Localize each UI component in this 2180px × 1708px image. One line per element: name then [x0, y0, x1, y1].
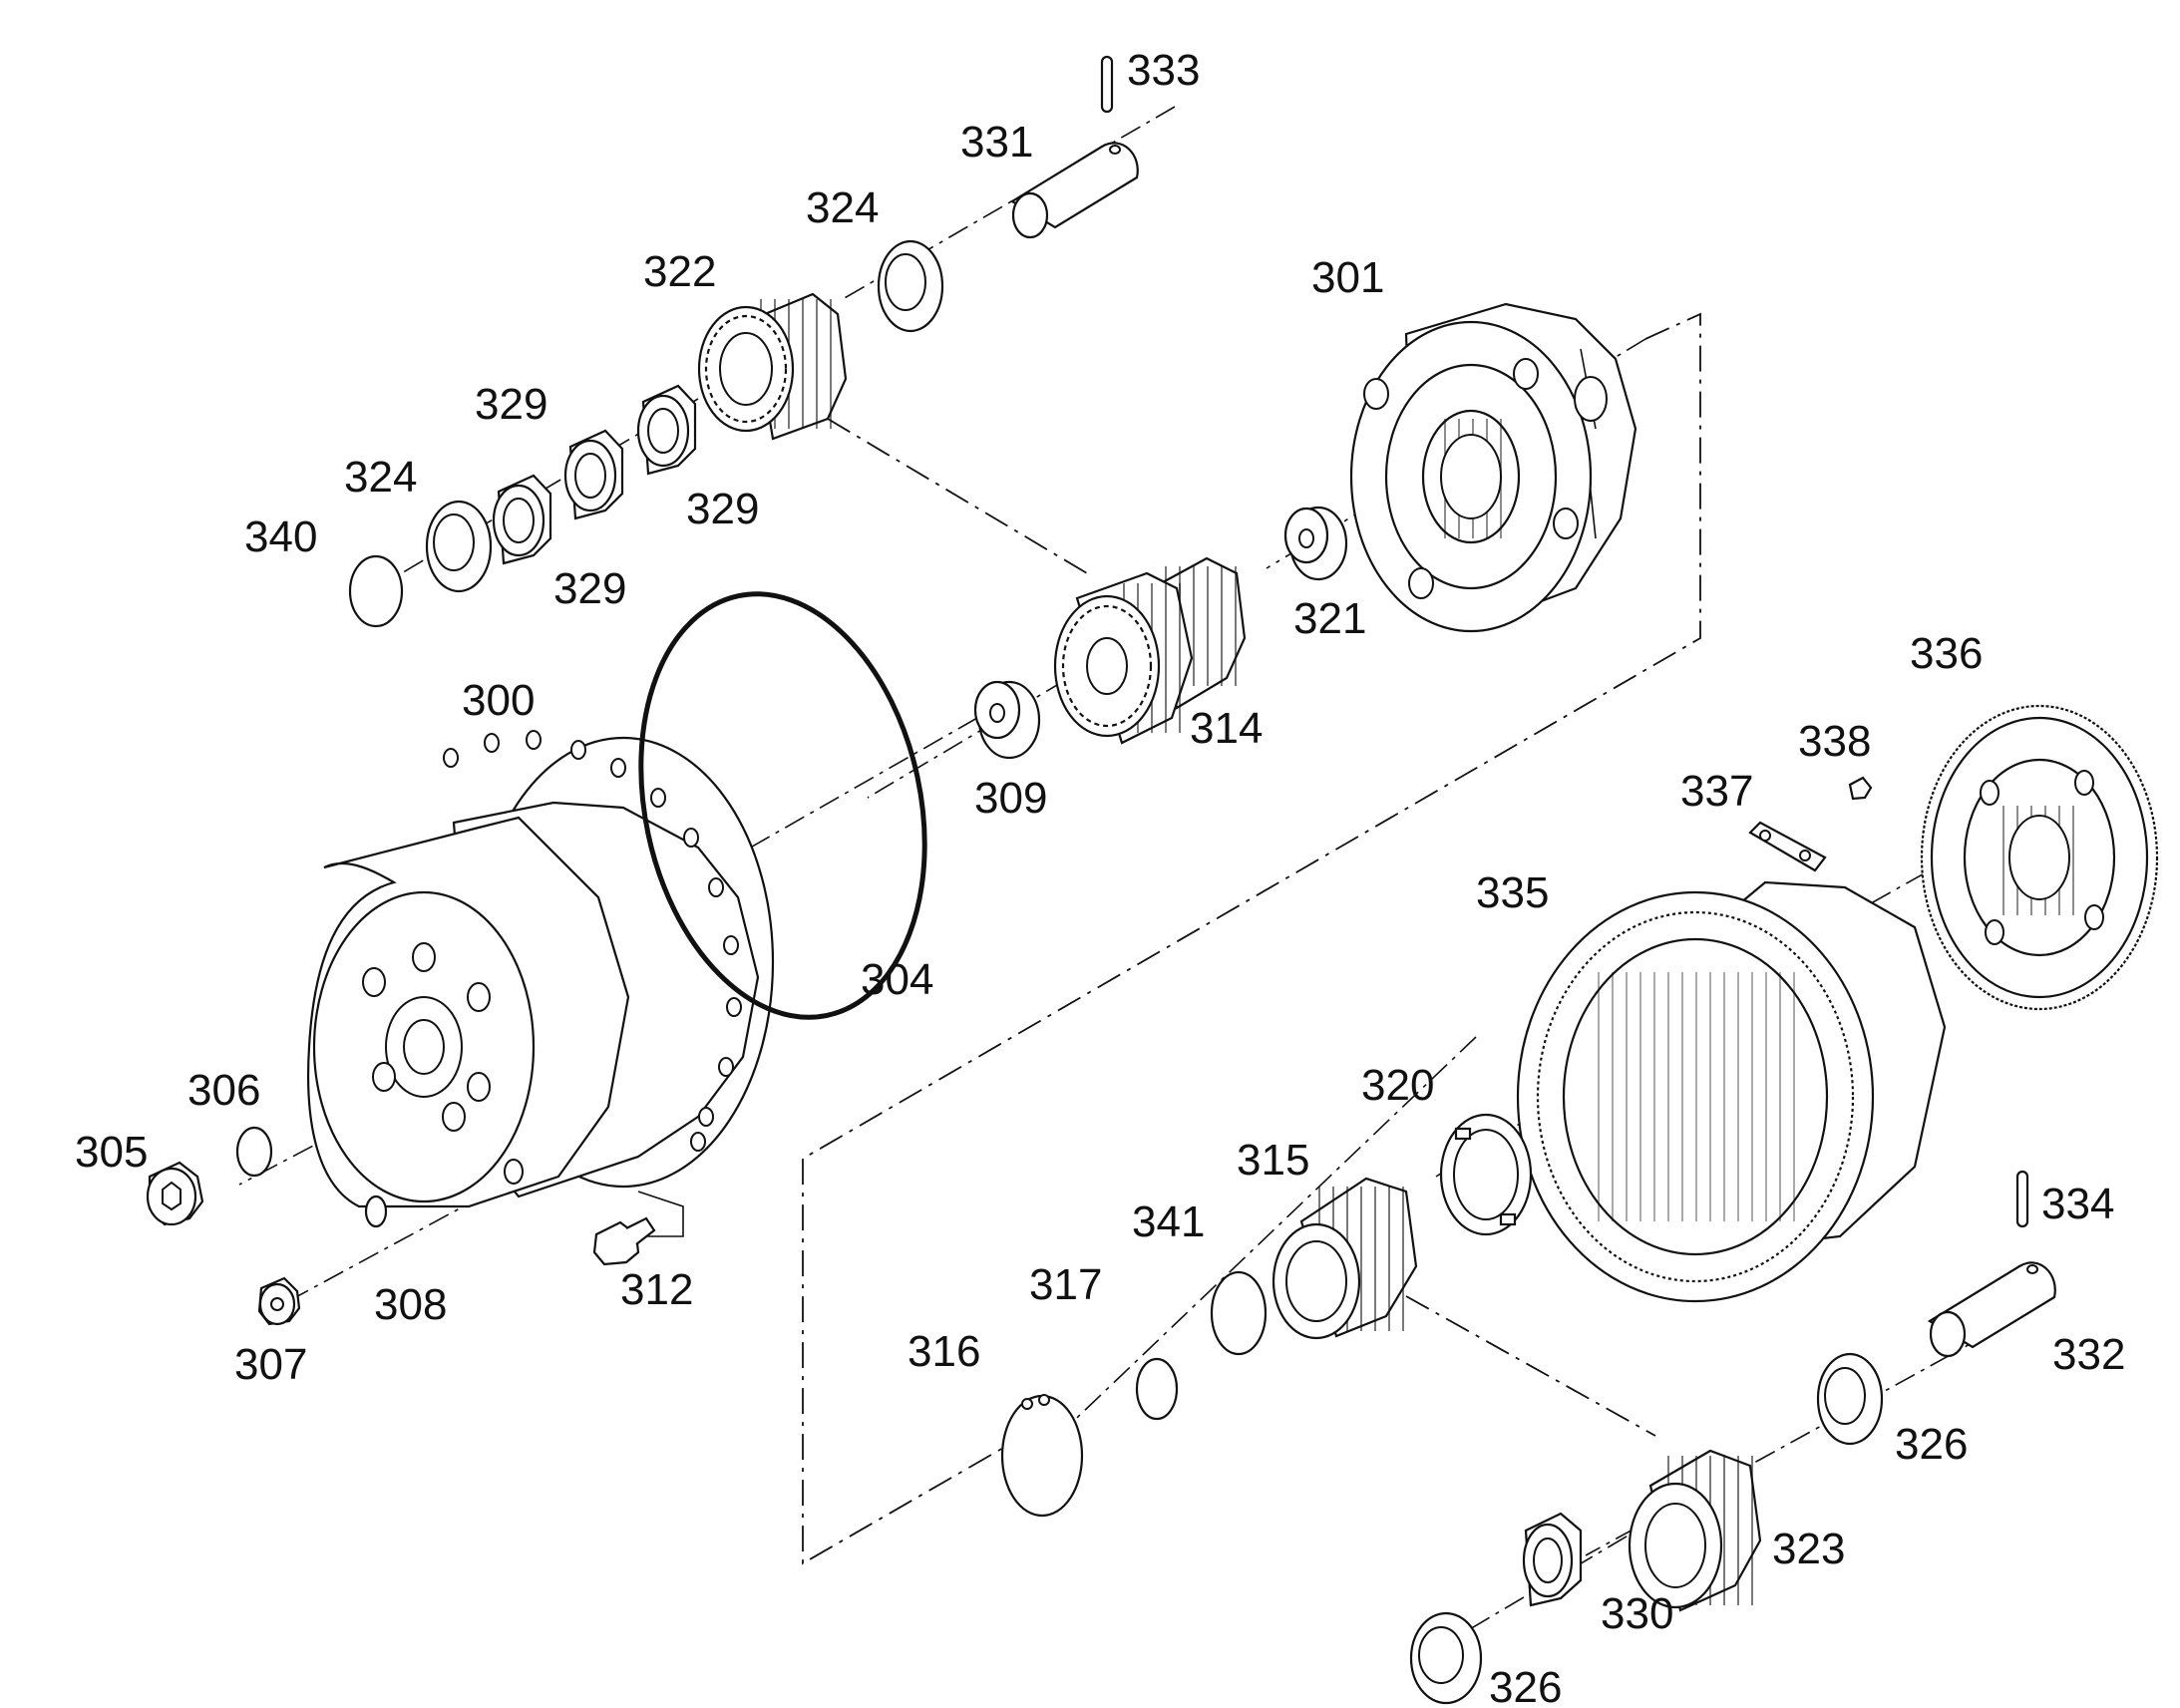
- roll-pin-334: [2015, 1170, 2029, 1228]
- plug-305: [146, 1161, 204, 1226]
- lock-plate-337: [1748, 821, 1827, 872]
- label-323: 323: [1772, 1525, 1845, 1573]
- planet-carrier-301: [1349, 302, 1637, 633]
- label-304: 304: [861, 955, 933, 1004]
- planet-gear-322: [697, 292, 848, 441]
- ring-308: [364, 1195, 388, 1228]
- label-312: 312: [620, 1265, 693, 1314]
- label-335: 335: [1476, 868, 1549, 917]
- snap-ring-340: [348, 554, 404, 628]
- label-330: 330: [1601, 1589, 1673, 1638]
- thrust-washer-326-top: [1816, 1352, 1884, 1446]
- needle-bearing-329-b: [563, 429, 624, 520]
- label-324-bottom: 324: [344, 453, 417, 502]
- label-338: 338: [1798, 717, 1871, 766]
- thrust-washer-324-bottom: [425, 500, 493, 593]
- label-326-top: 326: [1895, 1420, 1968, 1469]
- label-321: 321: [1293, 594, 1366, 643]
- screw-312: [592, 1216, 656, 1266]
- spacer-320: [1439, 1113, 1533, 1236]
- label-306: 306: [187, 1066, 260, 1115]
- label-308: 308: [374, 1280, 447, 1329]
- needle-bearing-330: [1522, 1512, 1583, 1607]
- plug-307: [257, 1276, 301, 1326]
- label-337: 337: [1680, 767, 1753, 816]
- label-329-a: 329: [475, 380, 547, 429]
- thrust-washer-309: [973, 680, 1041, 760]
- label-316: 316: [908, 1327, 980, 1376]
- label-336: 336: [1910, 629, 1983, 678]
- planet-gear-323: [1628, 1449, 1762, 1612]
- label-329-b: 329: [686, 485, 759, 533]
- thrust-washer-326-bottom: [1409, 1611, 1483, 1705]
- planet-pin-332: [1927, 1261, 2056, 1358]
- roll-pin-333: [1100, 55, 1114, 114]
- label-315: 315: [1237, 1136, 1309, 1185]
- planet-pin-331: [1009, 142, 1139, 239]
- needle-bearing-329-a: [492, 474, 552, 565]
- circlip-316: [1000, 1394, 1084, 1518]
- label-340: 340: [244, 512, 317, 561]
- thrust-washer-324-top: [877, 239, 944, 333]
- screw-338: [1848, 776, 1873, 801]
- label-326-bottom: 326: [1489, 1663, 1562, 1708]
- label-322: 322: [643, 247, 716, 296]
- planet-gear-314: [1053, 556, 1247, 745]
- thrust-washer-321: [1283, 506, 1348, 581]
- label-317: 317: [1029, 1260, 1102, 1309]
- label-332: 332: [2052, 1330, 2125, 1379]
- needle-bearing-329-c: [636, 384, 697, 476]
- sun-gear-315: [1272, 1177, 1418, 1340]
- housing-300: [306, 730, 775, 1208]
- label-334: 334: [2041, 1180, 2114, 1228]
- ring-341: [1210, 1270, 1268, 1356]
- carrier-336: [1920, 704, 2159, 1011]
- part-labels: 300 301 304 305 306 307 308 309 312 314 …: [75, 46, 2125, 1708]
- label-307: 307: [234, 1340, 307, 1389]
- label-314: 314: [1190, 704, 1263, 753]
- label-341: 341: [1132, 1197, 1205, 1246]
- label-309: 309: [974, 774, 1047, 823]
- label-324-top: 324: [806, 183, 879, 232]
- label-300: 300: [462, 676, 535, 725]
- label-329-c: 329: [553, 564, 626, 613]
- ring-gear-335: [1516, 880, 1947, 1303]
- label-331: 331: [960, 118, 1033, 167]
- o-ring-304: [638, 591, 927, 1020]
- label-301: 301: [1311, 253, 1384, 302]
- label-305: 305: [75, 1128, 148, 1177]
- ring-306: [235, 1126, 273, 1178]
- label-320: 320: [1361, 1061, 1434, 1110]
- snap-ring-317: [1135, 1357, 1179, 1421]
- label-333: 333: [1127, 46, 1200, 95]
